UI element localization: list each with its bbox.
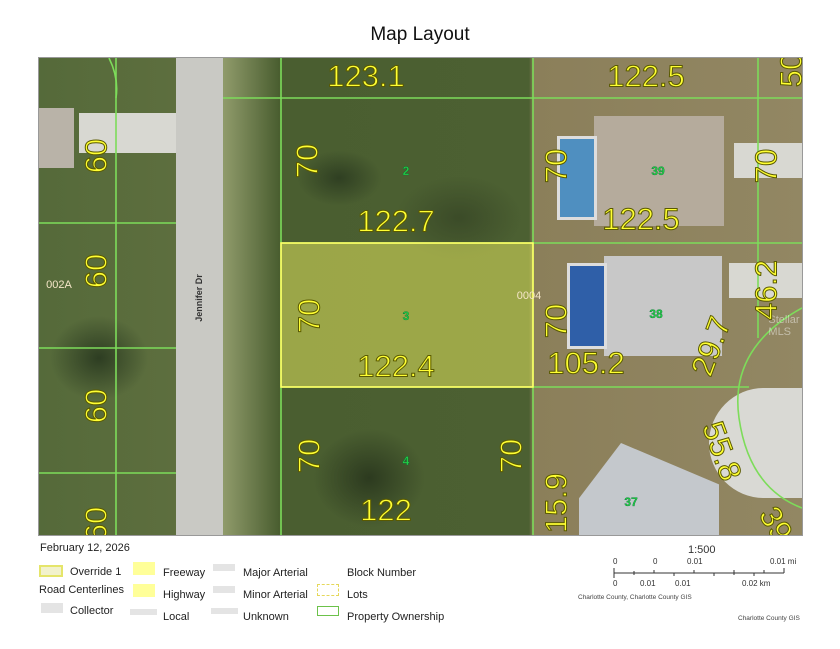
unknown-swatch	[211, 608, 238, 614]
legend-item: Minor Arterial	[243, 589, 308, 601]
freeway-swatch	[133, 562, 155, 575]
scale-km-label: 0.01	[640, 579, 656, 588]
scale-mi-label: 0.01 mi	[770, 557, 797, 566]
map-view[interactable]: Jennifer Dr Stellar MLS 123.1 122.5 50 6…	[38, 57, 803, 536]
legend-item: Road Centerlines	[39, 584, 124, 596]
driveway	[729, 263, 802, 298]
major-arterial-swatch	[213, 564, 235, 571]
lot-id: 002A	[46, 279, 72, 291]
scale-mi-label: 0	[613, 557, 618, 566]
selected-parcel	[280, 242, 534, 388]
dimension-label: 70	[291, 298, 327, 334]
map-date: February 12, 2026	[40, 542, 130, 554]
dimension-label: 70	[291, 438, 327, 474]
block-number: 3	[402, 309, 410, 323]
pool	[557, 136, 597, 220]
legend-item: Lots	[347, 589, 368, 601]
scale-mi-label: 0.01	[687, 557, 703, 566]
legend-item: Unknown	[243, 611, 289, 623]
scale-km-label: 0.01	[675, 579, 691, 588]
driveway	[734, 143, 802, 178]
block-number: 39	[651, 164, 665, 178]
dimension-label: 60	[78, 138, 114, 174]
driveway	[79, 113, 176, 153]
property-ownership-swatch	[317, 606, 339, 616]
cul-de-sac	[709, 388, 802, 498]
dimension-label: 50	[773, 58, 803, 88]
dimension-label: 15.9	[538, 472, 574, 534]
override-swatch	[39, 565, 63, 577]
source-credit: Charlotte County, Charlotte County GIS	[578, 594, 692, 601]
watermark: Stellar MLS	[768, 314, 800, 338]
dimension-label: 60	[78, 388, 114, 424]
legend-item: Property Ownership	[347, 611, 445, 623]
dimension-label: 70	[748, 148, 784, 184]
map-title: Map Layout	[370, 24, 470, 45]
lots-swatch	[317, 584, 339, 596]
dimension-label: 122.5	[602, 201, 681, 237]
street-label: Jennifer Dr	[194, 274, 204, 322]
scale-mi-label: 0	[653, 557, 658, 566]
scale-km-label: 0.02 km	[742, 579, 771, 588]
dimension-label: 46.2	[748, 259, 784, 321]
local-swatch	[130, 609, 157, 615]
minor-arterial-swatch	[213, 586, 235, 593]
block-number: 37	[624, 495, 638, 509]
dimension-label: 122.4	[357, 348, 436, 384]
house-39	[594, 116, 724, 226]
footer-credit: Charlotte County GIS	[738, 615, 800, 622]
legend-item: Freeway	[163, 567, 206, 579]
scale-km-label: 0	[613, 579, 618, 588]
lot-id: 0004	[516, 290, 542, 302]
scale-ruler	[613, 568, 785, 578]
block-number: 38	[649, 307, 663, 321]
legend-item: Local	[163, 611, 190, 623]
legend-item: Highway	[163, 589, 206, 601]
highway-swatch	[133, 584, 155, 597]
house-38	[604, 256, 722, 356]
road-jennifer-dr	[176, 58, 223, 535]
dimension-label: 122	[360, 492, 413, 528]
scale-ratio: 1:500	[688, 544, 716, 556]
legend-item: Override 1	[70, 566, 122, 578]
block-number: 4	[402, 454, 410, 468]
dimension-label: 60	[78, 253, 114, 289]
dimension-label: 122.7	[357, 203, 436, 239]
block-number: 2	[402, 164, 410, 178]
house	[39, 108, 74, 168]
dimension-label: 70	[538, 148, 574, 184]
collector-swatch	[41, 603, 63, 613]
legend-item: Major Arterial	[243, 567, 308, 579]
pool	[567, 263, 607, 349]
dimension-label: 122.5	[607, 58, 686, 94]
dimension-label: 70	[289, 143, 325, 179]
parcel-lines	[39, 58, 802, 535]
dimension-label: 60	[78, 506, 114, 536]
dimension-label: 70	[538, 303, 574, 339]
dimension-label: 123.1	[327, 58, 406, 94]
legend-item: Block Number	[347, 567, 417, 579]
dimension-label: 105.2	[547, 345, 626, 381]
dimension-label: 70	[493, 438, 529, 474]
legend-item: Collector	[70, 605, 114, 617]
